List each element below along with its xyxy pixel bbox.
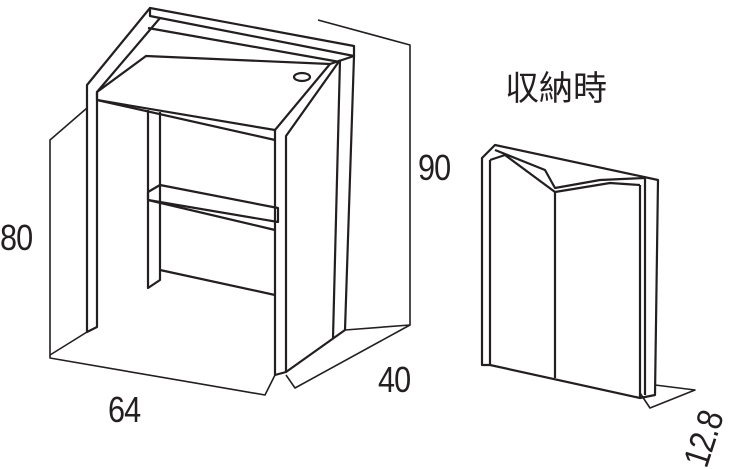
- desk-front-edge: [96, 98, 276, 142]
- right-side-inner-edge: [331, 59, 342, 339]
- left-side-panel: [85, 7, 161, 334]
- dim-80-line: [49, 107, 88, 356]
- right-front-panel: [273, 59, 341, 377]
- dim-90-line: [317, 19, 411, 325]
- top-rail-lower-edge: [147, 26, 341, 64]
- right-side-panel: [285, 54, 356, 373]
- desk-top: [95, 54, 332, 132]
- back-post: [146, 110, 162, 290]
- podium-open: [85, 6, 356, 377]
- dim-64-line: [49, 355, 276, 396]
- dim-40-label: 40: [378, 359, 411, 400]
- folded-top-back: [494, 148, 646, 190]
- dim-90-label: 90: [418, 147, 451, 188]
- folded-outline: [480, 143, 660, 400]
- floor-line: [159, 268, 276, 297]
- dim-80-label: 80: [0, 217, 33, 258]
- stored-state-label: 収納時: [505, 69, 607, 109]
- dim-12-8-line: [639, 384, 696, 409]
- cable-hole: [292, 71, 312, 83]
- dim-40-line: [285, 324, 411, 389]
- top-rail: [148, 6, 356, 58]
- shelf: [146, 183, 280, 224]
- dim-64-label: 64: [108, 389, 141, 430]
- dimension-lines: [49, 19, 696, 409]
- shelf-front-edge: [147, 198, 276, 232]
- podium-folded: [480, 143, 660, 400]
